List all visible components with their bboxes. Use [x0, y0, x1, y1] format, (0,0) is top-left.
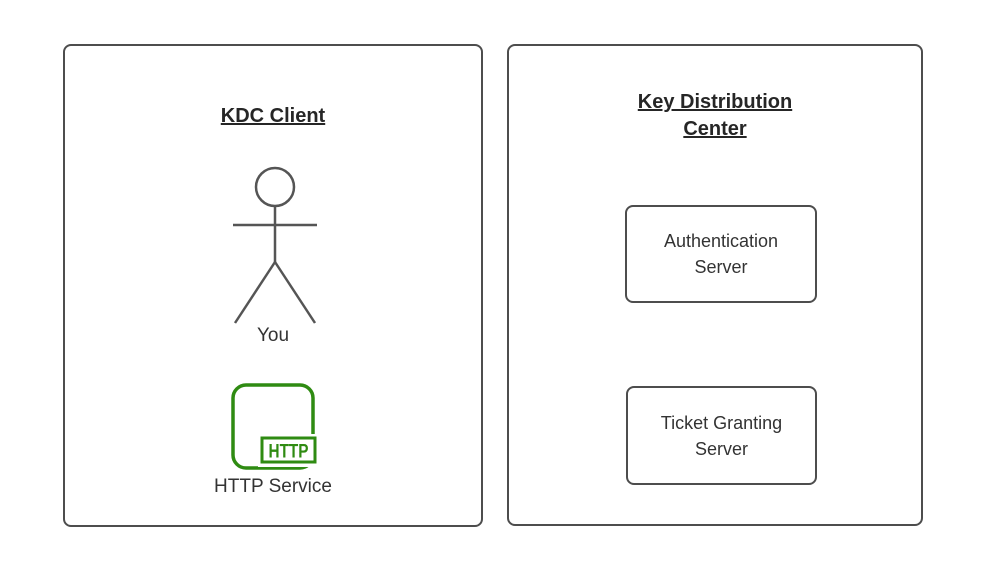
person-icon: [233, 166, 317, 324]
kdc-panel-title-text: Key Distribution Center: [637, 91, 793, 140]
client-panel-title: KDC Client: [65, 103, 481, 130]
person-left-leg: [233, 261, 277, 324]
person-head: [254, 166, 296, 208]
person-right-leg: [273, 261, 317, 324]
http-service-outline: [231, 383, 315, 470]
kdc-panel-title: Key Distribution Center: [509, 89, 921, 143]
http-service-label: HTTP Service: [214, 476, 332, 497]
ticket-granting-server-node: Ticket Granting Server: [626, 386, 817, 485]
authentication-server-label: Authentication Server: [663, 231, 779, 277]
authentication-server-node: Authentication Server: [625, 205, 817, 303]
actor-label: You: [256, 325, 290, 346]
client-panel-title-text: KDC Client: [220, 105, 326, 127]
http-badge-text: HTTP: [269, 442, 309, 463]
key-distribution-center-panel: Key Distribution Center Authentication S…: [507, 44, 923, 526]
http-badge-box: [260, 436, 317, 464]
http-service-icon: HTTP: [231, 383, 319, 470]
ticket-granting-server-label: Ticket Granting Server: [660, 412, 783, 459]
kdc-client-panel: KDC Client You HTTP HTTP Service: [63, 44, 483, 527]
